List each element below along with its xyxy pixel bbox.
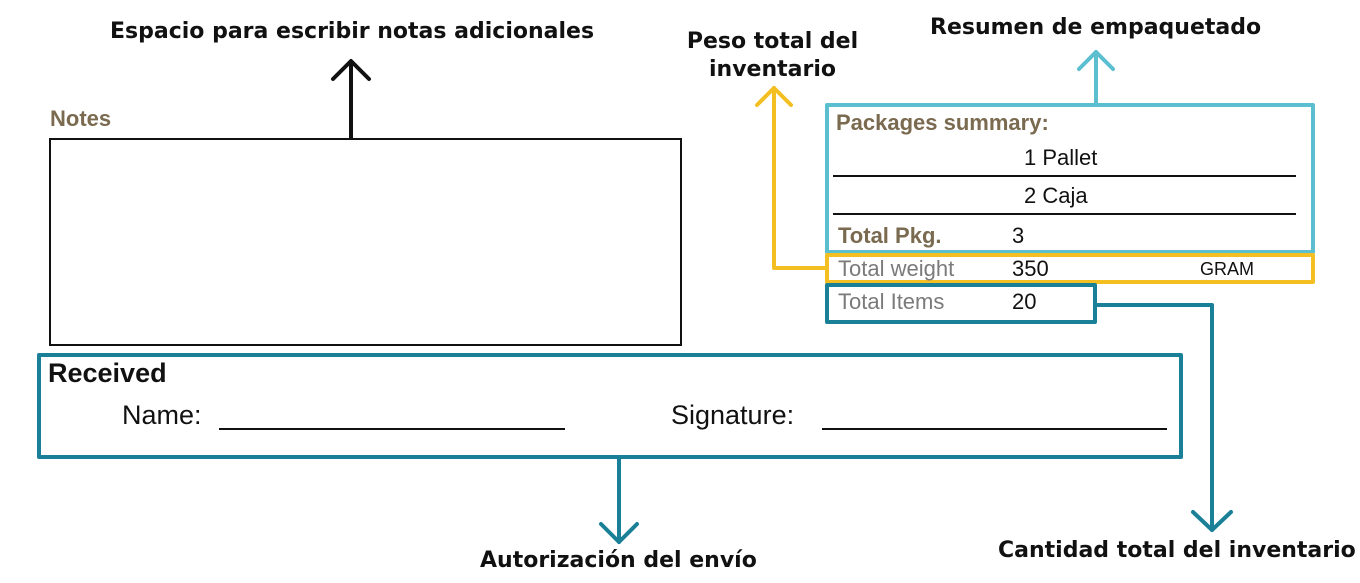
total-weight-unit: GRAM xyxy=(1200,259,1254,279)
weight-callout-connector xyxy=(755,86,1315,284)
signature-line[interactable] xyxy=(822,428,1167,430)
weight-callout-line-1: Peso total del xyxy=(686,29,859,54)
total-weight-label: Total weight xyxy=(838,256,955,281)
packages-row-1: 1 Pallet xyxy=(1024,145,1097,171)
packages-summary-title: Packages summary: xyxy=(836,110,1049,135)
notes-label: Notes xyxy=(50,106,112,131)
name-label: Name: xyxy=(122,400,202,430)
signature-label: Signature: xyxy=(671,400,795,430)
summary-callout-connector xyxy=(825,50,1315,254)
total-items-value: 20 xyxy=(1012,289,1037,314)
weight-callout-label: Peso total del inventario xyxy=(665,28,880,84)
notes-field[interactable] xyxy=(49,138,682,346)
packages-row-2-type: Caja xyxy=(1042,183,1088,208)
received-callout-connector xyxy=(37,353,1183,544)
packages-row-2: 2 Caja xyxy=(1024,183,1088,209)
notes-arrow xyxy=(331,59,371,141)
notes-callout-label: Espacio para escribir notas adicionales xyxy=(110,19,595,44)
summary-callout-label: Resumen de empaquetado xyxy=(930,15,1262,40)
authorization-callout-label: Autorización del envío xyxy=(480,548,757,573)
packages-row-1-qty: 1 xyxy=(1024,145,1037,170)
items-callout-label: Cantidad total del inventario xyxy=(998,538,1356,563)
total-pkg-value: 3 xyxy=(1012,223,1025,248)
packages-row-1-type: Pallet xyxy=(1042,145,1098,170)
items-callout-connector xyxy=(825,283,1233,532)
total-items-label: Total Items xyxy=(838,289,945,314)
name-line[interactable] xyxy=(219,428,565,430)
received-title: Received xyxy=(48,358,167,388)
packages-rule-1 xyxy=(833,175,1296,177)
packages-row-2-qty: 2 xyxy=(1024,183,1037,208)
total-pkg-label: Total Pkg. xyxy=(838,223,942,248)
packages-rule-2 xyxy=(833,213,1296,215)
total-weight-value: 350 xyxy=(1012,256,1049,281)
weight-callout-line-2: inventario xyxy=(709,57,836,82)
